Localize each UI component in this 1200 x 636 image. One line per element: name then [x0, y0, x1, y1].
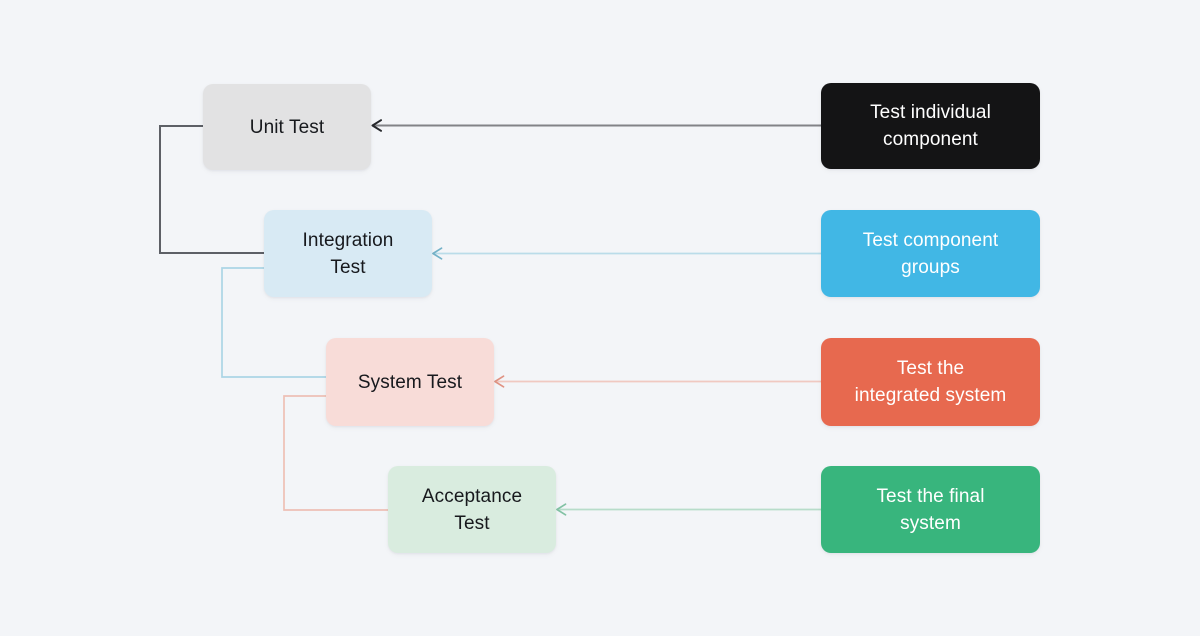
description-acceptance-test: Test the final system: [821, 466, 1040, 553]
arrowhead-system: [494, 375, 505, 388]
arrowhead-unit: [371, 119, 382, 132]
connector-system-description-to-system: [494, 375, 821, 388]
description-unit-test: Test individual component: [821, 83, 1040, 169]
description-system-test: Test the integrated system: [821, 338, 1040, 426]
stage-system-test: System Test: [326, 338, 494, 426]
connector-acceptance-description-to-acceptance: [556, 503, 821, 516]
description-integration-test: Test component groups: [821, 210, 1040, 297]
stage-unit-test: Unit Test: [203, 84, 371, 170]
connector-integration-description-to-integration: [432, 247, 821, 260]
arrowhead-integration: [432, 247, 443, 260]
arrowhead-acceptance: [556, 503, 567, 516]
stage-acceptance-test: Acceptance Test: [388, 466, 556, 553]
stage-integration-test: Integration Test: [264, 210, 432, 297]
connector-unit-description-to-unit: [371, 119, 821, 132]
